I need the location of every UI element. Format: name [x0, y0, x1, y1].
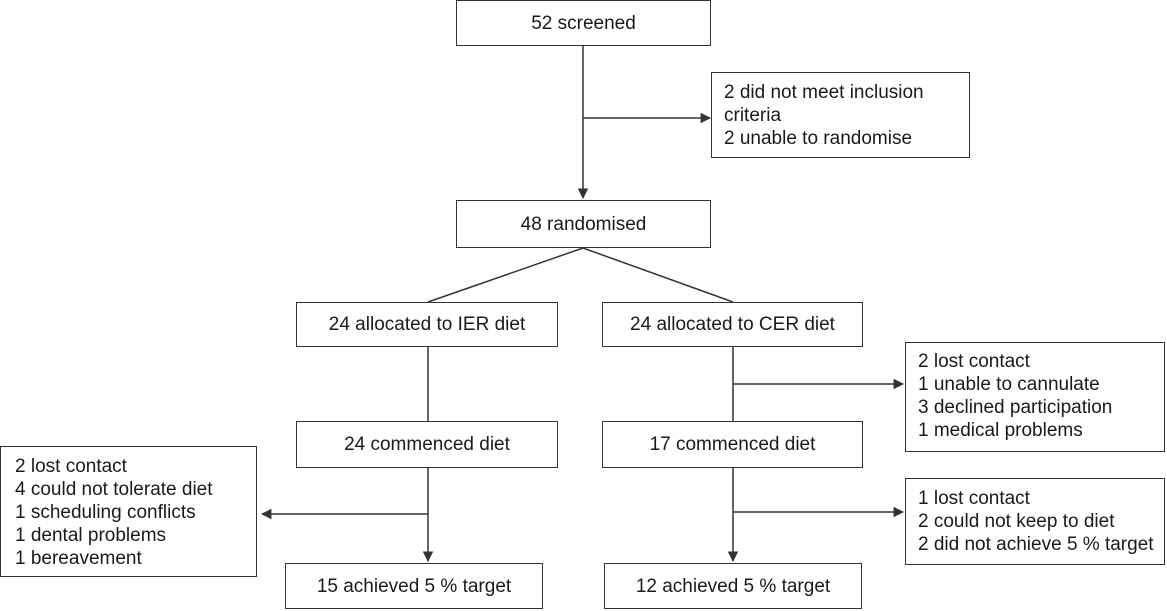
- cer-allocated-label: 24 allocated to CER diet: [630, 314, 835, 335]
- line-randomised-to-cer: [582, 247, 734, 303]
- cer-commenced-box: 17 commenced diet: [602, 421, 863, 468]
- dropout-line: 1 scheduling conflicts: [15, 502, 196, 523]
- ier-allocated-box: 24 allocated to IER diet: [296, 302, 558, 347]
- not-commenced-line: 1 unable to cannulate: [918, 374, 1100, 395]
- ier-allocated-label: 24 allocated to IER diet: [328, 314, 526, 335]
- screened-label: 52 screened: [531, 12, 636, 34]
- randomised-box: 48 randomised: [456, 200, 711, 248]
- exclusion-line: 2 did not meet inclusion: [724, 82, 924, 103]
- dropout-line: 1 bereavement: [15, 548, 142, 569]
- cer-achieved-label: 12 achieved 5 % target: [635, 575, 831, 597]
- ier-commenced-box: 24 commenced diet: [296, 421, 558, 468]
- cer-dropouts-box: 1 lost contact 2 could not keep to diet …: [905, 478, 1165, 565]
- dropout-line: 1 dental problems: [15, 525, 167, 546]
- not-commenced-line: 1 medical problems: [918, 420, 1083, 441]
- ier-achieved-box: 15 achieved 5 % target: [285, 563, 543, 609]
- cer-not-commenced-box: 2 lost contact 1 unable to cannulate 3 d…: [905, 342, 1165, 452]
- ier-dropouts-box: 2 lost contact 4 could not tolerate diet…: [0, 446, 257, 577]
- screened-box: 52 screened: [456, 0, 711, 46]
- cer-allocated-box: 24 allocated to CER diet: [602, 302, 863, 347]
- not-commenced-line: 2 lost contact: [918, 351, 1030, 372]
- exclusion-line: criteria: [724, 105, 782, 126]
- screening-exclusion-box: 2 did not meet inclusion criteria 2 unab…: [711, 72, 970, 158]
- ier-commenced-label: 24 commenced diet: [344, 434, 510, 455]
- line-randomised-to-ier: [427, 247, 584, 303]
- cer-commenced-label: 17 commenced diet: [649, 434, 816, 455]
- ier-achieved-label: 15 achieved 5 % target: [316, 575, 512, 597]
- exclusion-line: 2 unable to randomise: [724, 128, 913, 149]
- dropout-line: 2 lost contact: [15, 456, 127, 477]
- randomised-label: 48 randomised: [520, 213, 647, 235]
- dropout-line: 2 did not achieve 5 % target: [918, 534, 1154, 555]
- dropout-line: 1 lost contact: [918, 488, 1030, 509]
- not-commenced-line: 3 declined participation: [918, 397, 1113, 418]
- cer-achieved-box: 12 achieved 5 % target: [604, 563, 862, 609]
- dropout-line: 2 could not keep to diet: [918, 511, 1115, 532]
- dropout-line: 4 could not tolerate diet: [15, 479, 213, 500]
